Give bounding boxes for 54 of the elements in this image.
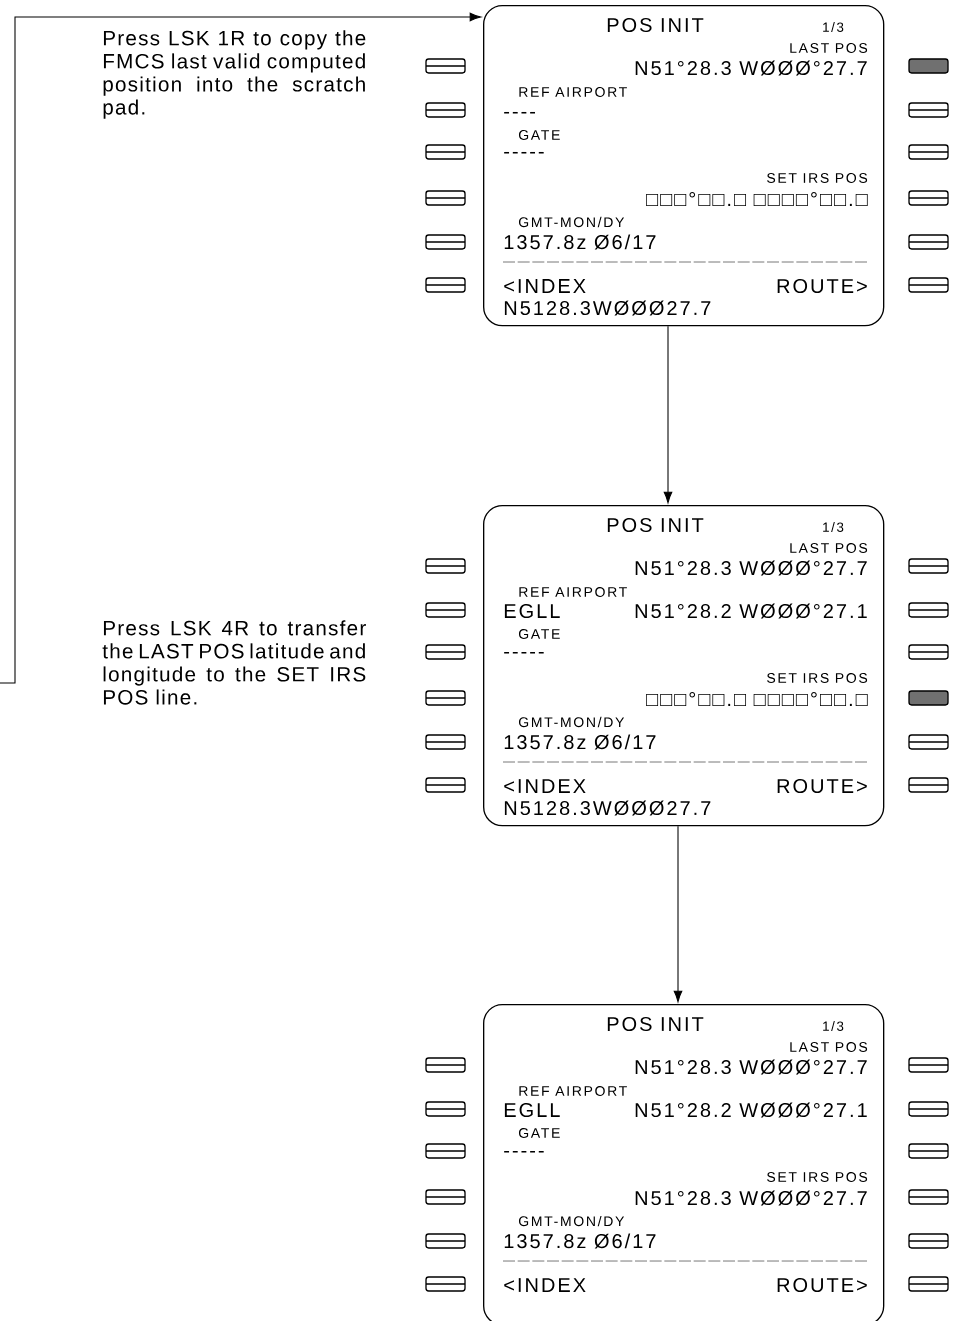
page-number: 1/3 bbox=[823, 522, 844, 532]
page-title: POS INIT bbox=[607, 1016, 704, 1032]
field-label: REF AIRPORT bbox=[519, 1086, 627, 1096]
field-label: GMT-MON/DY bbox=[519, 716, 625, 728]
field-value: 1357.8z Ø6/17 bbox=[504, 1233, 656, 1249]
field-label: LAST POS bbox=[790, 543, 868, 553]
entry-prompt: ----- bbox=[504, 651, 544, 654]
field-label: GATE bbox=[519, 130, 560, 140]
field-label: GATE bbox=[519, 629, 560, 639]
page-title: POS INIT bbox=[607, 517, 704, 533]
field-value: EGLL bbox=[504, 1102, 560, 1118]
field-label: GMT-MON/DY bbox=[519, 216, 625, 228]
menu-prompt: <INDEX bbox=[504, 1278, 586, 1292]
field-label: SET IRS POS bbox=[767, 173, 868, 183]
field-value: □□□°□□.□ □□□□°□□.□ bbox=[646, 692, 868, 706]
entry-prompt: ---- bbox=[504, 111, 535, 114]
field-label: GMT-MON/DY bbox=[519, 1215, 625, 1227]
scratchpad-text: N5128.3WØØØ27.7 bbox=[504, 800, 711, 816]
display-screen bbox=[483, 5, 885, 327]
field-label: LAST POS bbox=[790, 1042, 868, 1052]
page-title: POS INIT bbox=[607, 17, 704, 33]
field-value: N51°28.2 WØØØ°27.1 bbox=[635, 603, 867, 619]
menu-prompt: <INDEX bbox=[504, 779, 586, 793]
field-value: N51°28.2 WØØØ°27.1 bbox=[635, 1102, 867, 1118]
field-value: N51°28.3 WØØØ°27.7 bbox=[635, 1059, 867, 1075]
menu-prompt: <INDEX bbox=[504, 279, 586, 293]
instruction-text: Press LSK 4R to transfer the LAST POS latitude and longitude to the SET IRS POS line. bbox=[102, 620, 366, 705]
field-value: 1357.8z Ø6/17 bbox=[504, 734, 656, 750]
field-label: REF AIRPORT bbox=[519, 87, 627, 97]
arrow bbox=[663, 325, 673, 504]
display-screen bbox=[483, 1004, 885, 1321]
field-value: EGLL bbox=[504, 603, 560, 619]
field-value: N51°28.3 WØØØ°27.7 bbox=[635, 60, 867, 76]
field-label: REF AIRPORT bbox=[519, 587, 627, 597]
field-label: SET IRS POS bbox=[767, 1172, 868, 1182]
entry-prompt: ----- bbox=[504, 1151, 544, 1153]
menu-prompt: ROUTE> bbox=[777, 778, 867, 794]
entry-prompt: ----- bbox=[504, 151, 544, 154]
menu-prompt: ROUTE> bbox=[777, 1277, 867, 1293]
field-value: 1357.8z Ø6/17 bbox=[504, 234, 656, 250]
display-screen bbox=[483, 505, 885, 827]
menu-prompt: ROUTE> bbox=[777, 278, 867, 294]
field-value: N51°28.3 WØØØ°27.7 bbox=[635, 1190, 867, 1206]
page-number: 1/3 bbox=[823, 22, 844, 32]
arrow bbox=[673, 825, 683, 1003]
arrow bbox=[0, 12, 482, 684]
field-label: LAST POS bbox=[790, 43, 868, 53]
field-label: SET IRS POS bbox=[767, 673, 868, 683]
field-value: □□□°□□.□ □□□□°□□.□ bbox=[646, 192, 868, 206]
field-value: N51°28.3 WØØØ°27.7 bbox=[635, 560, 867, 576]
page-number: 1/3 bbox=[823, 1021, 844, 1031]
field-label: GATE bbox=[519, 1128, 560, 1138]
instruction-text: Press LSK 1R to copy the FMCS last valid computed position into the scratch pad. bbox=[103, 30, 366, 119]
scratchpad-text: N5128.3WØØØ27.7 bbox=[504, 300, 711, 316]
